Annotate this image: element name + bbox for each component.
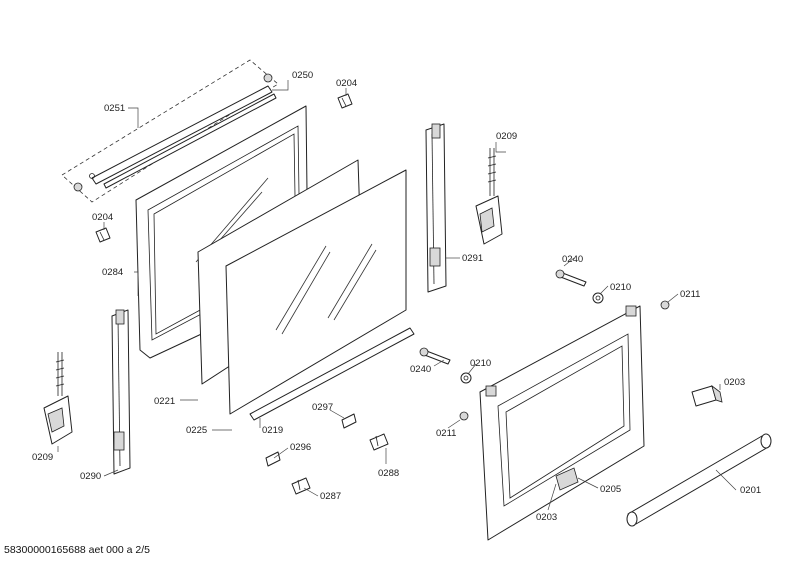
label-0204-top: 0204 [336,78,357,89]
nut-0211-lower [459,411,469,421]
label-0203-right: 0203 [724,377,745,388]
clip-0297 [341,413,357,429]
label-0211-upper: 0211 [680,289,700,300]
label-0210-upper: 0210 [610,282,631,293]
label-0250: 0250 [292,70,313,81]
label-0225: 0225 [186,425,207,436]
label-0291: 0291 [462,253,483,264]
label-0287: 0287 [320,491,341,502]
label-0209-left: 0209 [32,452,53,463]
label-0201: 0201 [740,485,761,496]
bolt-0240-upper [555,269,587,287]
clip-0288 [369,433,389,451]
clip-0296 [265,451,281,467]
label-0209-right: 0209 [496,131,517,142]
hinge-rail-0291 [425,123,447,293]
label-0211-lower: 0211 [436,428,456,439]
label-0296: 0296 [290,442,311,453]
hinge-0209-left [43,352,73,445]
handle-cap-0203 [691,384,723,407]
label-0210-lower: 0210 [470,358,491,369]
hinge-rail-0290 [111,309,131,475]
outer-door-0205 [479,305,645,541]
bolt-0240-lower [419,347,451,365]
clip-0204-top [337,93,353,109]
label-0204-left: 0204 [92,212,113,223]
label-0240-upper: 0240 [562,254,583,265]
clip-0204-left [95,227,111,243]
label-0203-bottom: 0203 [536,512,557,523]
label-0288: 0288 [378,468,399,479]
label-0297: 0297 [312,402,333,413]
top-trim-strip-0250 [61,59,279,203]
leader-lines [57,80,737,511]
label-0284: 0284 [102,267,123,278]
hinge-0209-right [475,148,503,245]
nut-0211-upper [660,300,670,310]
washer-0210-lower [460,372,472,384]
clip-0287 [291,477,311,495]
seal-strip-0219 [249,327,415,421]
label-0221: 0221 [154,396,175,407]
label-0240-lower: 0240 [410,364,431,375]
label-0290: 0290 [80,471,101,482]
washer-0210-upper [592,292,604,304]
label-0219: 0219 [262,425,283,436]
label-0251: 0251 [104,103,125,114]
label-0205: 0205 [600,484,621,495]
drawing-number: 58300000165688 aet 000 a 2/5 [4,544,150,556]
front-glass-0225 [225,169,407,415]
door-handle-0201 [626,433,772,527]
